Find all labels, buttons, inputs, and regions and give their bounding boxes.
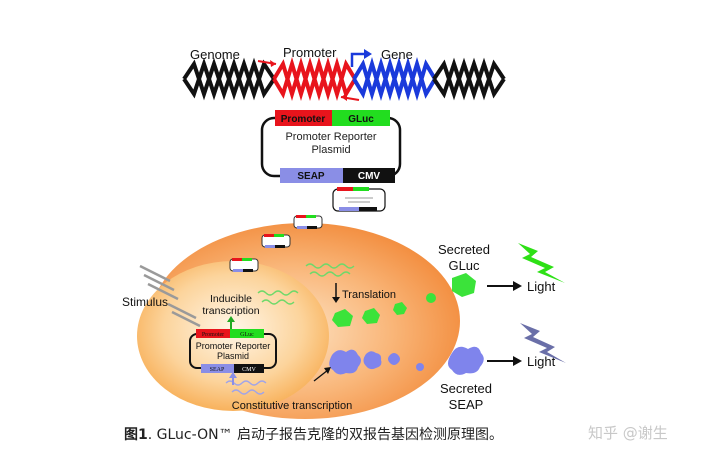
nuclear-seap-text: SEAP [210,367,225,373]
genome-strand-right-b [432,57,506,101]
seap-arrow [313,369,329,382]
gluc-proteins [332,293,436,327]
plasmid-promoter-text: Promoter [281,114,326,125]
plasmid-gluc-block [332,110,390,126]
gluc-light-arrow-head [513,281,522,291]
nuclear-cmv-text: CMV [242,367,256,373]
gene-label: Gene [381,47,413,62]
caption-fig-label: 图1 [124,427,148,443]
plasmid-name-line1: Promoter Reporter [285,131,376,143]
caption-text: 图1. GLuc-ON™ 启动子报告克隆的双报告基因检测原理图。 [124,424,503,444]
figure-caption: 图1. GLuc-ON™ 启动子报告克隆的双报告基因检测原理图。 知乎 @谢生 [0,420,720,448]
translation-arrow-head [332,297,340,303]
promoter-strand-b [272,57,357,101]
nuclear-plasmid-name-2: Plasmid [217,351,249,361]
inducible-arrow-head [227,316,235,322]
seap-light-arrow-head [513,356,522,366]
secreted-seap-protein [448,346,484,375]
gluc-lightning-icon [518,243,565,283]
constitutive-arrow-head [229,372,237,378]
nuclear-gluc-block [230,329,264,338]
seap-proteins [329,349,424,375]
small-plasmid [332,187,386,212]
secreted-seap-label-1: Secreted [440,381,492,396]
nuclear-promoter-block [196,329,230,338]
stimulus-rays [139,264,201,328]
inducible-label-2: transcription [202,305,259,317]
primer-arrow-reverse-head [341,93,347,101]
promoter-reporter-plasmid: Promoter GLuc Promoter Reporter Plasmid … [260,110,402,183]
plasmid-gluc-text: GLuc [348,114,374,125]
plasmid-cmv-text: CMV [358,171,381,182]
constitutive-label: Constitutive transcription [232,400,352,412]
watermark: 知乎 @谢生 [588,424,668,442]
primer-arrow-forward-head [270,60,276,67]
entering-plasmid-1 [293,215,323,229]
secreted-gluc-label-1: Secreted [438,242,490,257]
tss-arrow-head [364,49,372,59]
plasmid-promoter-block [275,110,332,126]
genome-strand-b [182,57,276,101]
nuclear-seap-block [201,364,234,373]
stimulus-label: Stimulus [122,295,168,309]
tss-arrow-icon [350,52,366,67]
translation-label: Translation [342,289,396,301]
nuclear-plasmid: Promoter GLuc Promoter Reporter Plasmid … [189,329,277,373]
plasmid-cmv-block [343,168,395,183]
promoter-label: Promoter [283,45,337,60]
nuclear-cmv-block [234,364,264,373]
seap-light-label: Light [527,354,556,369]
plasmid-seap-text: SEAP [297,171,325,182]
seap-arrow-head [324,367,331,374]
caption-body: . GLuc-ON™ 启动子报告克隆的双报告基因检测原理图。 [147,427,504,443]
secreted-gluc-protein [452,273,476,297]
gene-strand-b [352,57,437,101]
plasmid-seap-block [280,168,343,183]
genome-label: Genome [190,47,240,62]
dna-helix [182,57,506,101]
plasmid-name-line2: Plasmid [311,144,350,156]
secreted-seap-label-2: SEAP [449,397,484,412]
nuclear-plasmid-name-1: Promoter Reporter [196,341,271,351]
gluc-mrna [257,263,355,305]
entering-plasmid-2 [261,234,291,248]
nuclear-gluc-text: GLuc [240,332,254,338]
entering-plasmid-3 [229,258,259,272]
gluc-light-label: Light [527,279,556,294]
nuclear-promoter-text: Promoter [202,332,224,338]
seap-lightning-icon [520,323,566,363]
inducible-label-1: Inducible [210,293,252,305]
secreted-gluc-label-2: GLuc [448,258,480,273]
